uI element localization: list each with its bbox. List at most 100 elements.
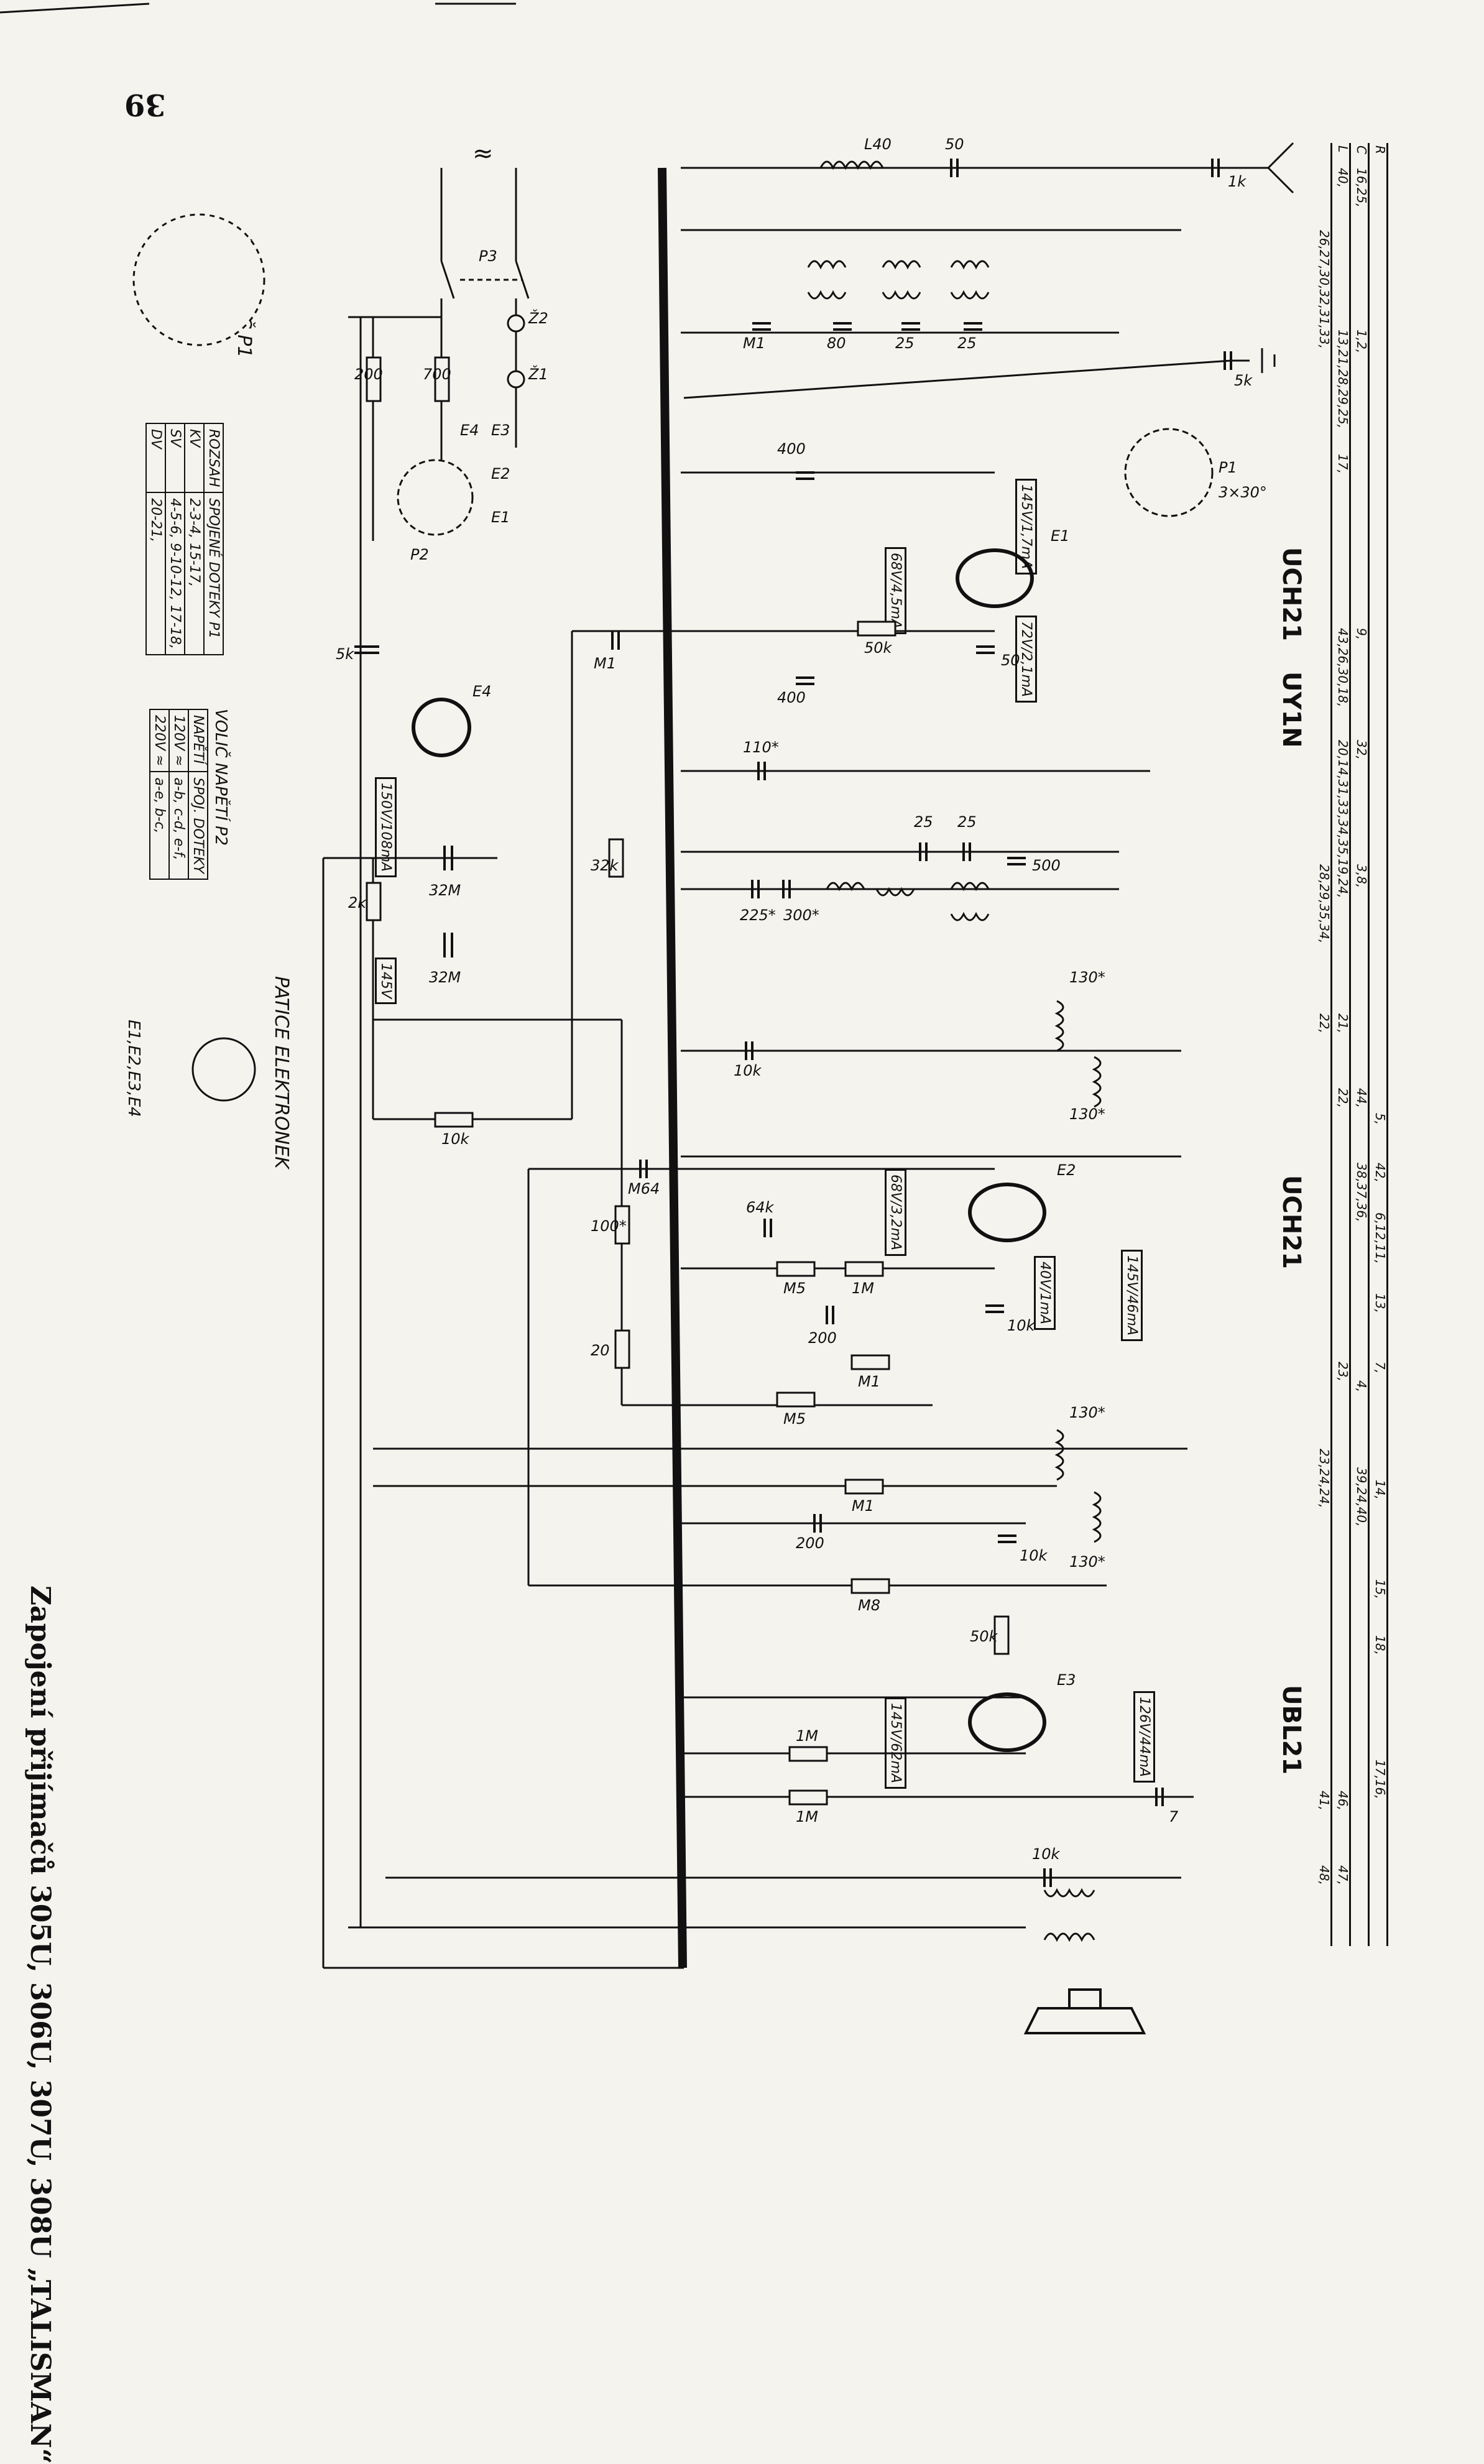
label-c18: 400: [777, 689, 806, 706]
resistor-r8: [366, 882, 382, 921]
label-p1: P1: [1219, 459, 1237, 476]
label-r14: M1: [852, 1497, 874, 1515]
tube-e2: [968, 1183, 1046, 1242]
label-c34: 225*: [740, 907, 776, 924]
label-e1-heater: E1: [491, 509, 510, 526]
resistor-r18: [993, 1615, 1010, 1655]
coil-l33: [807, 290, 847, 300]
label-c40: 10k: [1020, 1547, 1048, 1564]
label-c24: 130*: [1069, 1553, 1105, 1571]
resistor-r12: [844, 1261, 884, 1277]
ground-bus: [658, 167, 687, 1968]
label-e2-heater: E2: [491, 465, 510, 482]
label-r5: 10k: [441, 1130, 470, 1148]
resistor-r13: [850, 1354, 890, 1370]
label-c42: M64: [628, 1180, 660, 1197]
resistor-r14: [844, 1479, 884, 1495]
tube-e1: [956, 548, 1034, 608]
label-c17: 400: [777, 440, 806, 458]
tube-e4: [412, 698, 471, 757]
label-r9: 50k: [864, 639, 893, 657]
speaker-cone-icon: [1023, 2007, 1146, 2034]
resistor-r16: [788, 1789, 828, 1806]
label-r6: 100*: [591, 1217, 627, 1235]
label-c36: 200: [808, 1329, 837, 1347]
label-z2: Ž2: [528, 309, 548, 327]
coil-l35: [875, 887, 915, 897]
coil-l40: [819, 160, 884, 170]
label-z1: Ž1: [528, 365, 548, 383]
label-c41: 10k: [1032, 1845, 1061, 1863]
label-r17: 1M: [796, 1727, 818, 1745]
label-r18: 50k: [970, 1628, 998, 1645]
resistor-r11: [776, 1261, 816, 1277]
coil-l27: [950, 290, 990, 300]
label-e3-heater: E3: [491, 422, 510, 439]
label-c22: 130*: [1069, 1105, 1105, 1123]
coil-l29: [950, 911, 990, 921]
label-r7: 20: [591, 1342, 610, 1359]
label-tube-e4: E4: [472, 683, 491, 700]
label-c37: 10k: [1007, 1317, 1036, 1334]
coil-l34: [826, 882, 865, 892]
label-c26: M1: [594, 655, 616, 672]
resistor-r1: [434, 356, 450, 402]
label-p3: P3: [479, 247, 497, 265]
resistor-r9: [857, 621, 896, 637]
label-c38: 64k: [746, 1199, 775, 1216]
label-c28: 80: [827, 335, 846, 352]
label-r12: 1M: [852, 1280, 874, 1297]
label-r15: M8: [858, 1597, 880, 1614]
coil-l31: [882, 290, 921, 300]
label-r8: 2k: [348, 894, 367, 911]
label-c25: 50: [945, 136, 964, 153]
label-c35: 500: [1032, 857, 1061, 874]
tube-socket-diagram: [191, 1037, 256, 1102]
coil-l22: [1092, 1056, 1102, 1108]
label-e4-heater: E4: [460, 422, 479, 439]
label-p1-positions: 3×30°: [1219, 484, 1267, 501]
frame-line: [0, 2, 150, 14]
switch-p1-wafer[interactable]: [1124, 428, 1214, 517]
circuit-diagram: 1k 50 L40 5k M1 80 25 25 400 400 M1 50 5…: [0, 2, 1294, 2034]
label-c39: 200: [796, 1534, 824, 1552]
label-c46: 7: [1169, 1808, 1179, 1825]
lamp-z2: [507, 314, 525, 333]
label-c33: 300*: [783, 907, 819, 924]
label-mains: ≈: [472, 139, 494, 168]
switch-p1-contact-map: [132, 213, 265, 346]
lamp-z1: [507, 370, 525, 389]
label-c44: 10k: [734, 1062, 762, 1079]
coil-l24: [1092, 1491, 1102, 1543]
label-c45: 5k: [1234, 372, 1253, 389]
label-r16: 1M: [796, 1808, 818, 1825]
label-c31: 25: [914, 813, 933, 831]
resistor-r2: [366, 356, 382, 402]
resistor-r17: [788, 1746, 828, 1762]
label-r11: M5: [783, 1280, 806, 1297]
coil-l48: [1043, 1932, 1095, 1942]
label-r1: 700: [423, 366, 451, 383]
coil-l32: [807, 260, 847, 270]
label-tube-e2: E2: [1057, 1161, 1076, 1179]
label-c19: 32M: [429, 969, 461, 986]
label-c43: 5k: [336, 645, 354, 663]
label-c14: 25: [957, 813, 977, 831]
resistor-r3: [608, 838, 624, 878]
coil-l30: [882, 260, 921, 270]
label-r13: M1: [858, 1373, 880, 1390]
resistor-r6: [614, 1205, 630, 1245]
label-tube-e1: E1: [1051, 527, 1069, 545]
selector-p2-wafer[interactable]: [397, 459, 474, 536]
wire: [683, 359, 1232, 399]
label-c16: 1k: [1228, 173, 1247, 190]
coil-l23: [1054, 1429, 1064, 1481]
label-l40: L40: [864, 136, 892, 153]
label-p2: P2: [410, 546, 429, 563]
label-c21: 130*: [1069, 969, 1105, 986]
coil-table: R C L 16,25, 40, 26,27,30,32,31,33, 1,2,…: [1317, 143, 1417, 1946]
speaker-magnet: [1068, 1988, 1102, 2009]
coil-l26: [950, 260, 990, 270]
label-c20: 32M: [429, 882, 461, 899]
tube-e3: [968, 1692, 1046, 1752]
